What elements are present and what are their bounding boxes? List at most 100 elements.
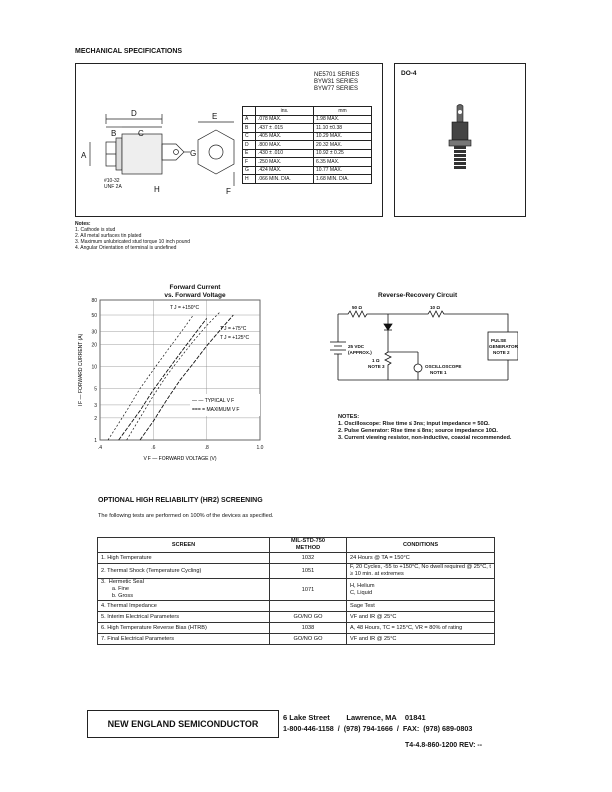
x-tick-label: .8 <box>205 445 209 451</box>
r1-label: 50 Ω <box>352 305 362 310</box>
terminal-hole <box>173 149 179 155</box>
package-label: DO-4 <box>401 70 417 77</box>
top-wire <box>338 310 509 332</box>
circuit-note: 1. Oscilloscope: Rise time ≤ 3ns; input … <box>338 421 490 427</box>
package-box: DO-4 <box>394 63 526 217</box>
package-photo <box>448 104 472 169</box>
dim-row: F.250 MAX.6.35 MAX. <box>242 157 372 167</box>
company-name: NEW ENGLAND SEMICONDUCTOR <box>107 719 259 729</box>
y-tick-label: 80 <box>91 298 97 304</box>
chart-title: Forward Current vs. Forward Voltage <box>164 284 226 299</box>
y-tick-label: 30 <box>91 329 97 335</box>
mech-drawing-box: NE5701 SERIES BYW31 SERIES BYW77 SERIES <box>75 63 383 217</box>
col-conditions: CONDITIONS <box>346 537 495 553</box>
screening-table: SCREEN MIL-STD-750 METHOD CONDITIONS 1. … <box>97 537 495 645</box>
y-tick-label: 50 <box>91 313 97 319</box>
dim-header-row: ins.mm <box>242 106 372 116</box>
y-tick-label: 10 <box>91 364 97 370</box>
dim-row: A.078 MAX.1.98 MAX. <box>242 114 372 124</box>
mech-note: 2. All metal surfaces tin plated <box>75 233 142 239</box>
source-label: 25 VDC <box>348 344 365 349</box>
y-tick-label: 1 <box>94 438 97 444</box>
curve-label-150: T J = +150°C <box>170 305 200 311</box>
hex-end-view <box>197 129 235 175</box>
dim-row: H.066 MIN. DIA.1.68 MIN. DIA. <box>242 174 372 184</box>
terminal-neck <box>161 143 185 161</box>
thread-spec-2: UNF 2A <box>104 184 122 190</box>
document-number: T4-4.8-860-1200 REV: -- <box>405 742 483 749</box>
series-line: NE5701 SERIES <box>314 72 360 78</box>
circuit-note: 2. Pulse Generator: Rise time ≤ 8ns; sou… <box>338 428 498 434</box>
x-tick-label: .6 <box>151 445 155 451</box>
thread-spec-1: #10-32 <box>104 178 120 184</box>
svg-text:GENERATOR: GENERATOR <box>489 344 518 349</box>
circuit-notes: NOTES: 1. Oscilloscope: Rise time ≤ 3ns;… <box>338 414 511 442</box>
mech-note: 3. Maximum unlubricated stud torque 10 i… <box>75 239 191 245</box>
dim-row: C.405 MAX.10.29 MAX. <box>242 131 372 141</box>
table-row: 2. Thermal Shock (Temperature Cycling)10… <box>97 563 495 579</box>
dim-row: G.424 MAX.10.77 MAX. <box>242 165 372 175</box>
curve-typical <box>126 311 221 441</box>
label-f: F <box>226 187 231 196</box>
legend-maximum: === = MAXIMUM V F <box>192 407 239 413</box>
stud-drawing: D B C A E G F H #10-32 UNF 2A <box>81 109 235 196</box>
dut-diode <box>383 323 393 331</box>
x-tick-label: .4 <box>98 445 102 451</box>
y-tick-label: 5 <box>94 387 97 393</box>
scope-symbol <box>413 363 423 373</box>
series-line: BYW77 SERIES <box>314 86 359 92</box>
label-d: D <box>131 109 137 118</box>
y-axis-label: I F — FORWARD CURRENT (A) <box>78 333 84 406</box>
company-box: NEW ENGLAND SEMICONDUCTOR <box>87 710 279 738</box>
label-g: G <box>190 149 196 158</box>
col-screen: SCREEN <box>97 537 270 553</box>
label-a: A <box>81 151 87 160</box>
company-phones: 1-800-446-1158 / (978) 794-1666 / FAX: (… <box>283 724 473 733</box>
y-tick-label: 3 <box>94 403 97 409</box>
label-c: C <box>138 129 144 138</box>
scope-label: OSCILLOSCOPE <box>425 364 462 369</box>
y-tick-label: 20 <box>91 342 97 348</box>
r3-label: 1 Ω <box>372 358 380 363</box>
y-tick-label: 2 <box>94 416 97 422</box>
curve-maximum <box>139 314 234 441</box>
forward-current-chart: 80 50 30 20 10 5 3 2 1 .4 .6 .8 1.0 I F — FORWARD C… <box>78 298 264 462</box>
mech-note: 1. Cathode is stud <box>75 227 116 233</box>
curve-typical <box>107 314 194 441</box>
dim-row: D.800 MAX.20.32 MAX. <box>242 140 372 150</box>
series-line: BYW31 SERIES <box>314 79 359 85</box>
circuit-notes-title: NOTES: <box>338 414 360 420</box>
stud-flange <box>115 137 123 171</box>
pulse-generator-box <box>487 331 518 361</box>
curve-label-75: T J = +75°C <box>220 326 247 332</box>
col-method: MIL-STD-750 METHOD <box>269 537 347 553</box>
legend-typical: — — TYPICAL V F <box>192 398 234 404</box>
mech-note: 4. Angular Orientation of terminal is un… <box>75 245 177 251</box>
legend-bg <box>190 394 260 416</box>
svg-text:NOTE 2: NOTE 2 <box>493 350 510 355</box>
hex-inner <box>208 144 224 160</box>
svg-text:NOTE 3: NOTE 3 <box>368 364 385 369</box>
x-axis-label: V F — FORWARD VOLTAGE (V) <box>143 456 216 462</box>
screening-intro: The following tests are performed on 100… <box>98 513 274 519</box>
mech-notes: Notes: 1. Cathode is stud 2. All metal s… <box>75 221 190 251</box>
label-e: E <box>212 112 217 121</box>
label-b: B <box>111 129 116 138</box>
plot-frame <box>99 299 261 441</box>
mech-notes-title: Notes: <box>75 221 91 227</box>
dim-header-mm: mm <box>313 106 372 116</box>
current-resistor <box>384 351 392 380</box>
label-h: H <box>154 185 160 194</box>
series-list: NE5701 SERIES BYW31 SERIES BYW77 SERIES <box>314 72 359 93</box>
curve-label-125: T J = +125°C <box>220 335 250 341</box>
pulse-label: PULSE <box>491 338 506 343</box>
circuit-note: 3. Current viewing resistor, non-inducti… <box>338 435 512 441</box>
x-tick-label: 1.0 <box>257 445 264 451</box>
